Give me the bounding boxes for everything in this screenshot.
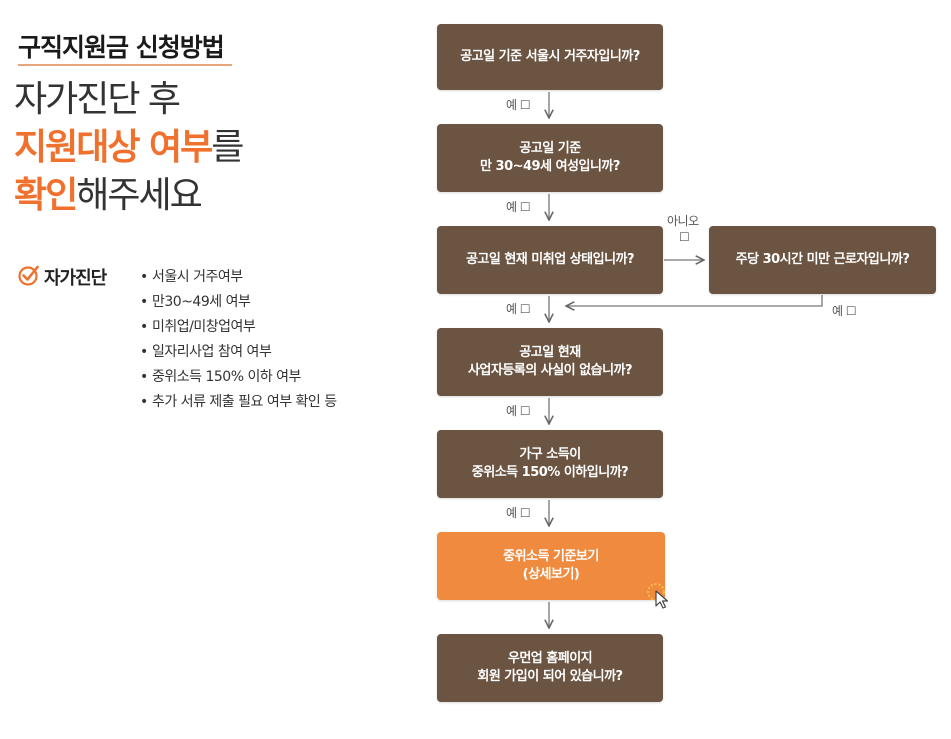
yes-label: 예 ☐	[506, 302, 531, 316]
question-unemployed: 공고일 현재 미취업 상태입니까?	[437, 226, 663, 294]
question-age-gender: 공고일 기준 만 30~49세 여성입니까?	[437, 124, 663, 192]
question-seoul-resident: 공고일 기준 서울시 거주자입니까?	[437, 24, 663, 90]
headline-highlight-eligibility: 지원대상 여부	[14, 127, 213, 168]
question-part-time-worker: 주당 30시간 미만 근로자입니까?	[709, 226, 936, 294]
headline-highlight-confirm: 확인	[14, 175, 78, 216]
title-underline	[18, 64, 232, 66]
headline-line-3: 확인해주세요	[14, 175, 203, 216]
headline-line-2: 지원대상 여부를	[14, 127, 244, 168]
headline-line-3-rest: 해주세요	[76, 175, 202, 216]
checkmark-circle-icon	[18, 265, 39, 286]
yes-label: 예 ☐	[832, 304, 857, 318]
yes-label: 예 ☐	[506, 200, 531, 214]
list-item: 만30~49세 여부	[140, 292, 337, 317]
headline-line-1: 자가진단 후	[14, 79, 181, 120]
no-checkbox: ☐	[679, 230, 690, 244]
median-income-detail-button[interactable]: 중위소득 기준보기 (상세보기)	[437, 532, 665, 600]
yes-label: 예 ☐	[506, 506, 531, 520]
arrow-side-q4	[566, 295, 823, 306]
list-item: 미취업/미창업여부	[140, 317, 337, 342]
question-homepage-member: 우먼업 홈페이지 회원 가입이 되어 있습니까?	[437, 634, 663, 702]
list-item: 추가 서류 제출 필요 여부 확인 등	[140, 392, 337, 417]
headline-line-2-rest: 를	[211, 127, 244, 168]
list-item: 서울시 거주여부	[140, 267, 337, 292]
no-label: 아니오	[667, 214, 699, 228]
self-check-label: 자가진단	[44, 268, 107, 289]
list-item: 중위소득 150% 이하 여부	[140, 367, 337, 392]
self-check-list: 서울시 거주여부 만30~49세 여부 미취업/미창업여부 일자리사업 참여 여…	[140, 267, 337, 417]
question-household-income: 가구 소득이 중위소득 150% 이하입니까?	[437, 430, 663, 498]
section-title: 구직지원금 신청방법	[18, 33, 225, 62]
pointer-cursor-icon	[647, 583, 669, 609]
question-no-business-registration: 공고일 현재 사업자등록의 사실이 없습니까?	[437, 328, 663, 396]
yes-label: 예 ☐	[506, 98, 531, 112]
yes-label: 예 ☐	[506, 404, 531, 418]
list-item: 일자리사업 참여 여부	[140, 342, 337, 367]
